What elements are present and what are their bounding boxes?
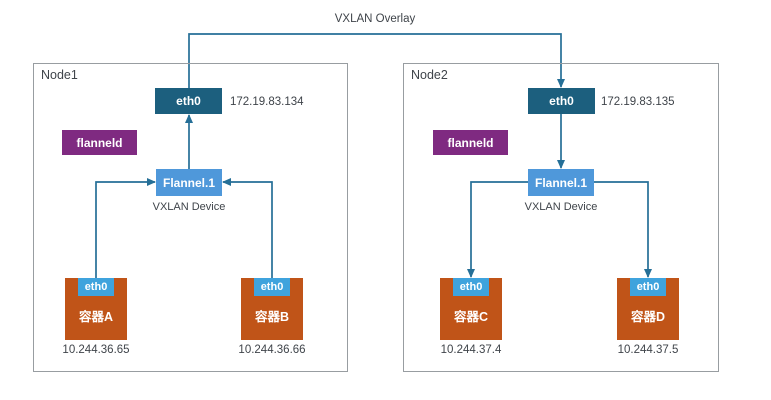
container-a-eth0-tab: eth0 (78, 278, 114, 296)
node1-flanneld-box: flanneld (62, 130, 137, 155)
container-d-name: 容器D (630, 310, 666, 324)
node1-flannel1-box: Flannel.1 (156, 169, 222, 196)
node2-flanneld-box: flanneld (433, 130, 508, 155)
node2-box (403, 63, 719, 372)
node2-flannel1-caption: VXLAN Device (524, 201, 598, 213)
node2-label: Node2 (411, 68, 448, 82)
vxlan-overlay-label: VXLAN Overlay (334, 13, 416, 25)
container-d-ip: 10.244.37.5 (617, 344, 679, 356)
node1-eth0-box: eth0 (155, 88, 222, 114)
container-b-ip: 10.244.36.66 (238, 344, 306, 356)
container-c-ip: 10.244.37.4 (440, 344, 502, 356)
node1-flannel1-caption: VXLAN Device (152, 201, 226, 213)
node1-box (33, 63, 348, 372)
container-a-box: eth0 容器A (65, 278, 127, 340)
container-a-ip: 10.244.36.65 (62, 344, 130, 356)
container-c-box: eth0 容器C (440, 278, 502, 340)
container-b-eth0-tab: eth0 (254, 278, 290, 296)
node1-eth0-ip: 172.19.83.134 (230, 96, 304, 108)
node1-label: Node1 (41, 68, 78, 82)
container-a-name: 容器A (78, 310, 114, 324)
node2-flannel1-box: Flannel.1 (528, 169, 594, 196)
container-d-box: eth0 容器D (617, 278, 679, 340)
container-b-name: 容器B (254, 310, 290, 324)
node2-eth0-ip: 172.19.83.135 (601, 96, 675, 108)
container-b-box: eth0 容器B (241, 278, 303, 340)
node2-eth0-box: eth0 (528, 88, 595, 114)
container-d-eth0-tab: eth0 (630, 278, 666, 296)
container-c-eth0-tab: eth0 (453, 278, 489, 296)
container-c-name: 容器C (453, 310, 489, 324)
